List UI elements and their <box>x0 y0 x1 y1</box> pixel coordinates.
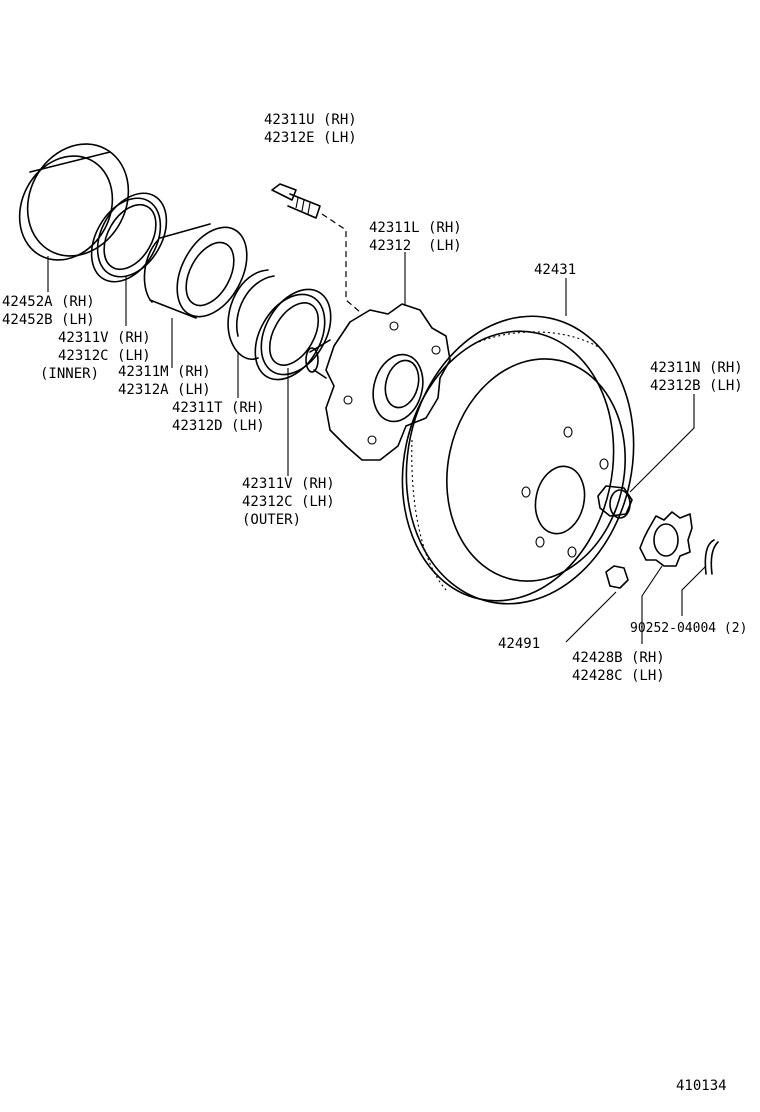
label-hub-nut-rh: 42311N (RH) <box>650 360 743 376</box>
inner-oil-seal-part <box>90 192 168 283</box>
label-axle-hub-lh: 42312 (LH) <box>369 238 462 254</box>
bearing-cup-part <box>18 143 130 261</box>
snap-ring-part <box>227 269 275 360</box>
label-cotter-pin: 90252-04004 (2) <box>630 621 747 636</box>
label-bearing-cup-lh: 42452B (LH) <box>2 312 95 328</box>
label-inner-seal: 42311V (RH) 42312C (LH) (INNER) <box>40 330 151 382</box>
nut-lock-cap-part <box>639 511 693 567</box>
label-snap-ring: 42311T (RH) 42312D (LH) <box>172 400 265 434</box>
label-nut-lock-cap-rh: 42428B (RH) <box>572 650 665 666</box>
label-bearing-rh: 42311M (RH) <box>118 364 211 380</box>
label-snap-ring-rh: 42311T (RH) <box>172 400 265 416</box>
plug-part <box>605 565 629 589</box>
disc-rotor-part <box>401 315 635 605</box>
label-outer-seal-lh: 42312C (LH) <box>242 494 335 510</box>
label-hub-bolt-lh: 42312E (LH) <box>264 130 357 146</box>
label-bearing-cup-rh: 42452A (RH) <box>2 294 95 310</box>
label-bearing-cup: 42452A (RH) 42452B (LH) <box>2 294 95 328</box>
outer-oil-seal-part <box>254 288 332 381</box>
label-hub-nut-lh: 42312B (LH) <box>650 378 743 394</box>
label-disc: 42431 <box>534 262 576 278</box>
label-outer-seal: 42311V (RH) 42312C (LH) (OUTER) <box>242 476 335 528</box>
label-disc-number: 42431 <box>534 262 576 278</box>
label-snap-ring-lh: 42312D (LH) <box>172 418 265 434</box>
label-cotter-pin-number: 90252-04004 (2) <box>630 621 747 636</box>
label-hub-bolt: 42311U (RH) 42312E (LH) <box>264 112 357 146</box>
label-inner-seal-lh: 42312C (LH) <box>58 348 151 364</box>
label-plug: 42491 <box>498 636 540 652</box>
leader-lines <box>47 252 707 644</box>
hub-nut-part <box>597 485 633 519</box>
label-axle-hub-rh: 42311L (RH) <box>369 220 462 236</box>
axle-hub-part <box>305 303 451 461</box>
label-inner-seal-note: (INNER) <box>40 366 99 382</box>
label-nut-lock-cap-lh: 42428C (LH) <box>572 668 665 684</box>
label-plug-number: 42491 <box>498 636 540 652</box>
label-inner-seal-rh: 42311V (RH) <box>58 330 151 346</box>
label-nut-lock-cap: 42428B (RH) 42428C (LH) <box>572 650 665 684</box>
label-hub-nut: 42311N (RH) 42312B (LH) <box>650 360 743 394</box>
figure-number: 410134 <box>676 1078 727 1094</box>
label-bearing-lh: 42312A (LH) <box>118 382 211 398</box>
label-bearing: 42311M (RH) 42312A (LH) <box>118 364 211 398</box>
label-outer-seal-note: (OUTER) <box>242 512 301 528</box>
label-axle-hub: 42311L (RH) 42312 (LH) <box>369 220 462 254</box>
hub-bearing-part <box>143 223 248 319</box>
hub-bolt-part <box>271 183 321 219</box>
label-outer-seal-rh: 42311V (RH) <box>242 476 335 492</box>
cotter-pin-part <box>704 539 719 575</box>
hub-bolt-dashed-path <box>321 213 361 313</box>
label-hub-bolt-rh: 42311U (RH) <box>264 112 357 128</box>
